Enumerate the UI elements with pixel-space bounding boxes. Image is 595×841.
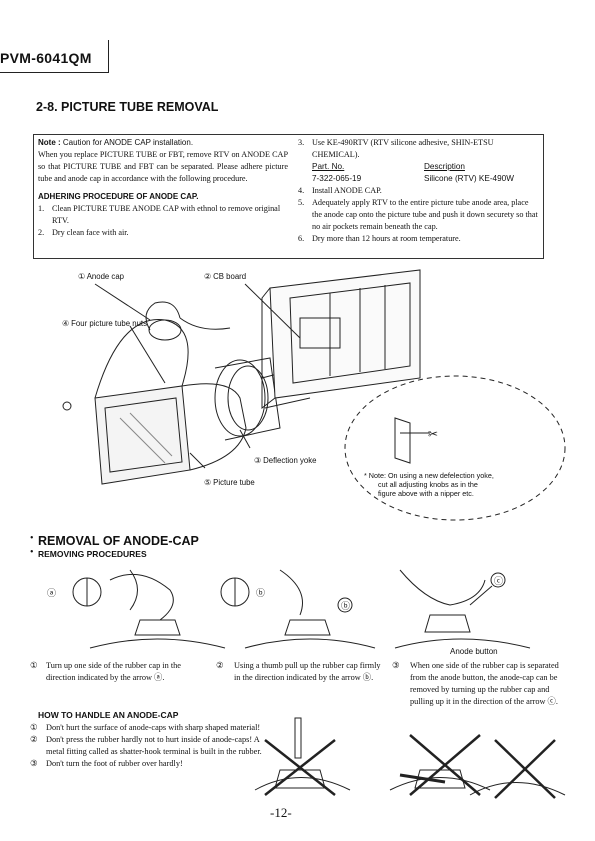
- bullet-icon: •: [30, 533, 34, 544]
- arrow-label-a: ⓐ: [47, 588, 56, 598]
- note-body: When you replace PICTURE TUBE or FBT, re…: [38, 150, 288, 183]
- model-number: PVM-6041QM: [0, 50, 92, 66]
- adhering-title: ADHERING PROCEDURE OF ANODE CAP.: [38, 192, 199, 201]
- yoke-note-line: cut all adjusting knobs as in the: [378, 480, 478, 489]
- figure-step-3: [394, 569, 531, 649]
- page-number: -12-: [270, 805, 292, 820]
- note-right-column: 3.Use KE-490RTV (RTV silicone adhesive, …: [298, 137, 540, 245]
- bullet-icon: •: [30, 547, 34, 558]
- handle-figures: [254, 717, 566, 799]
- arrow-label-b: ⓑ: [256, 588, 265, 598]
- callout-deflection-yoke: ③ Deflection yoke: [254, 456, 316, 465]
- warning-figure-3: [399, 739, 566, 799]
- callout-anode-cap: ① Anode cap: [78, 272, 125, 281]
- note-box: [33, 134, 544, 259]
- yoke-note-line: figure above with a nipper etc.: [378, 489, 474, 498]
- warning-figure-1: [254, 717, 351, 796]
- note-left-column: Note : Caution for ANODE CAP installatio…: [38, 137, 288, 239]
- note-step: 4.Install ANODE CAP.: [298, 186, 382, 195]
- exploded-diagram: ✂ ① Anode cap ② CB board ④ Four picture …: [62, 269, 566, 521]
- yoke-note-line: * Note: On using a new defelection yoke,: [364, 471, 494, 480]
- note-step: 6.Dry more than 12 hours at room tempera…: [298, 234, 461, 243]
- section-title: 2-8. PICTURE TUBE REMOVAL: [36, 100, 219, 114]
- svg-text:✂: ✂: [428, 427, 438, 441]
- removal-title: REMOVAL OF ANODE-CAP: [38, 534, 199, 548]
- callout-picture-tube: ⑤ Picture tube: [204, 478, 255, 487]
- picture-tube-illustration: [94, 318, 247, 485]
- removal-figures: ⓐ ⓑ ⓑ ⓒ Anode button: [47, 569, 531, 655]
- callout-tube-nuts: ④ Four picture tube nuts: [62, 319, 147, 328]
- figure-step-1: [72, 569, 226, 649]
- parts-table-row: 7-322-065-19 Silicone (RTV) KE-490W: [312, 174, 514, 183]
- note-step: 3.Use KE-490RTV (RTV silicone adhesive, …: [298, 138, 494, 159]
- arrow-label-b2: ⓑ: [341, 601, 350, 611]
- warning-figure-2: [389, 734, 491, 796]
- note-step: 5.Adequately apply RTV to the entire pic…: [298, 198, 538, 231]
- parts-table-header: Part. No. Description: [312, 162, 465, 171]
- chassis-illustration: [261, 269, 421, 410]
- removal-subtitle: REMOVING PROCEDURES: [38, 549, 147, 559]
- note-step: 1.Clean PICTURE TUBE ANODE CAP with ethn…: [38, 204, 281, 225]
- callout-cb-board: ② CB board: [204, 272, 246, 281]
- figure-step-2: [220, 569, 376, 649]
- anode-cap-illustration: [145, 301, 231, 341]
- note-label: Note :: [38, 138, 61, 147]
- header-rule: [0, 72, 108, 73]
- anode-button-label: Anode button: [450, 647, 498, 655]
- handle-title: HOW TO HANDLE AN ANODE-CAP: [38, 710, 179, 720]
- note-caution: Caution for ANODE CAP installation.: [62, 138, 194, 147]
- arrow-label-c: ⓒ: [494, 576, 503, 586]
- header-divider: [108, 40, 109, 73]
- note-step: 2.Dry clean face with air.: [38, 228, 129, 237]
